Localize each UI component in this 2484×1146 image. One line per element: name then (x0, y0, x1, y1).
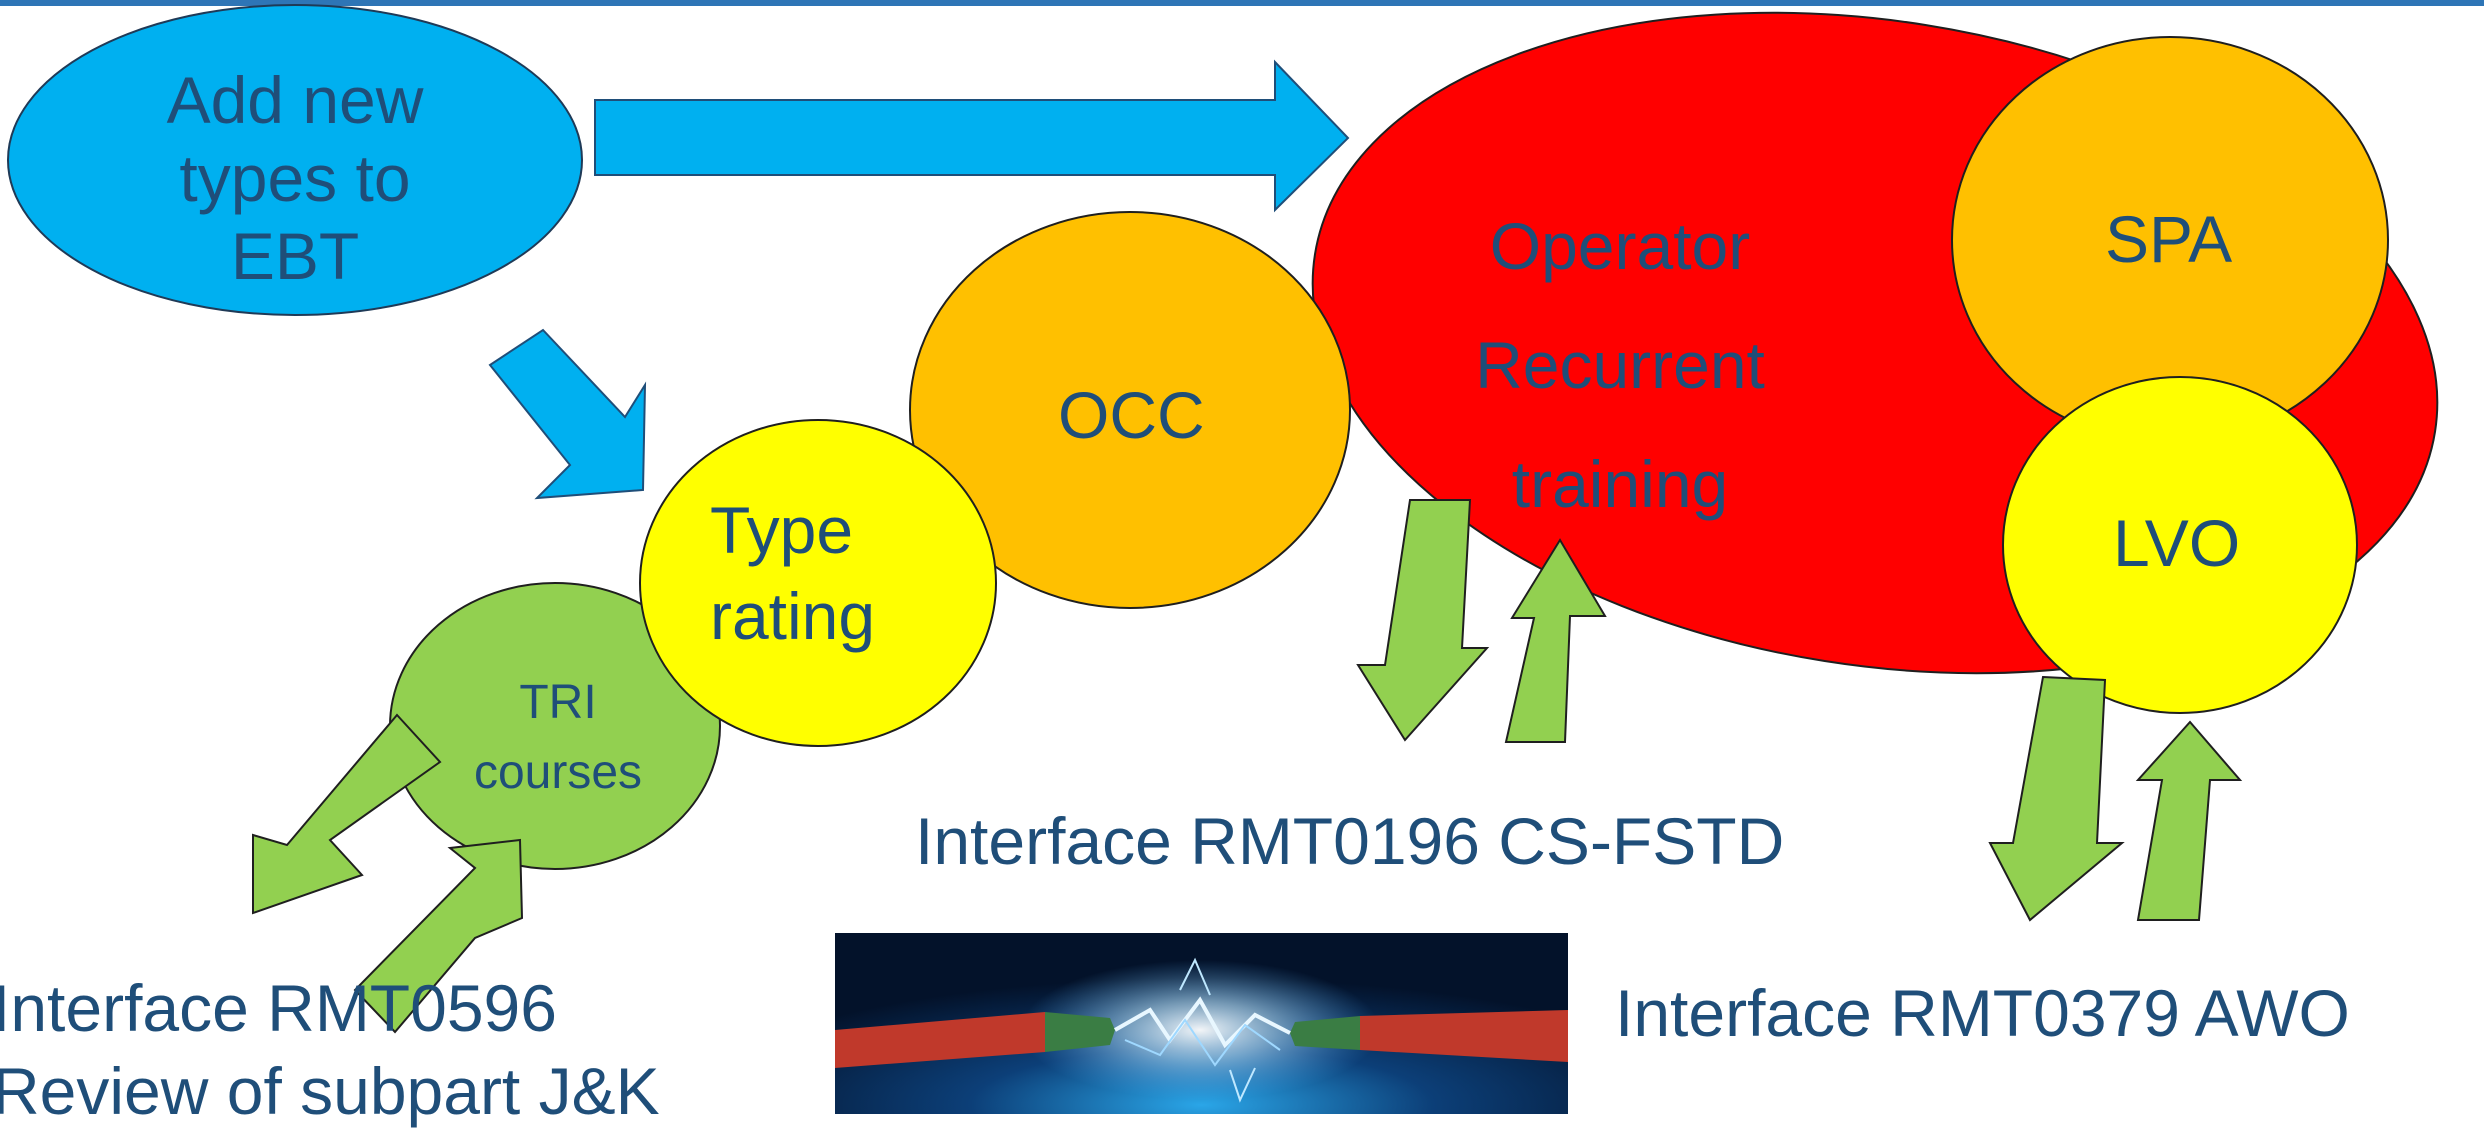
interface-rmt0196-label: Interface RMT0196 CS-FSTD (915, 804, 1785, 878)
arrow-down-rmt0379 (1988, 675, 2125, 922)
arrow-ebt-to-operator (594, 59, 1350, 213)
add-new-types-label: Add new types to EBT (166, 63, 424, 293)
type-rating-node (639, 419, 997, 747)
occ-node (909, 211, 1351, 609)
lvo-label: LVO (2113, 506, 2241, 580)
arrow-ebt-to-type-rating (488, 328, 647, 500)
spa-label: SPA (2105, 202, 2233, 276)
arrow-down-rmt0196 (1356, 499, 1490, 742)
type-rating-label: Type rating (710, 493, 876, 653)
interface-rmt0596-label-line2: Review of subpart J&K (0, 1054, 660, 1128)
tri-courses-label: TRI courses (473, 676, 643, 799)
add-new-types-node (7, 4, 583, 316)
lvo-node (2002, 376, 2358, 714)
top-bar (0, 0, 2484, 6)
arrow-down-rmt0596 (252, 713, 442, 915)
arrow-up-rmt0596 (353, 838, 524, 1034)
spark-cable-image (835, 933, 1568, 1114)
operator-recurrent-label: Operator Recurrent training (1475, 209, 1765, 521)
arrow-up-rmt0196 (1504, 538, 1607, 743)
interface-rmt0379-label: Interface RMT0379 AWO (1615, 976, 2350, 1050)
arrow-up-rmt0379 (2135, 720, 2243, 921)
interface-rmt0596-label-line1: Interface RMT0596 (0, 971, 557, 1045)
occ-label: OCC (1058, 378, 1205, 452)
